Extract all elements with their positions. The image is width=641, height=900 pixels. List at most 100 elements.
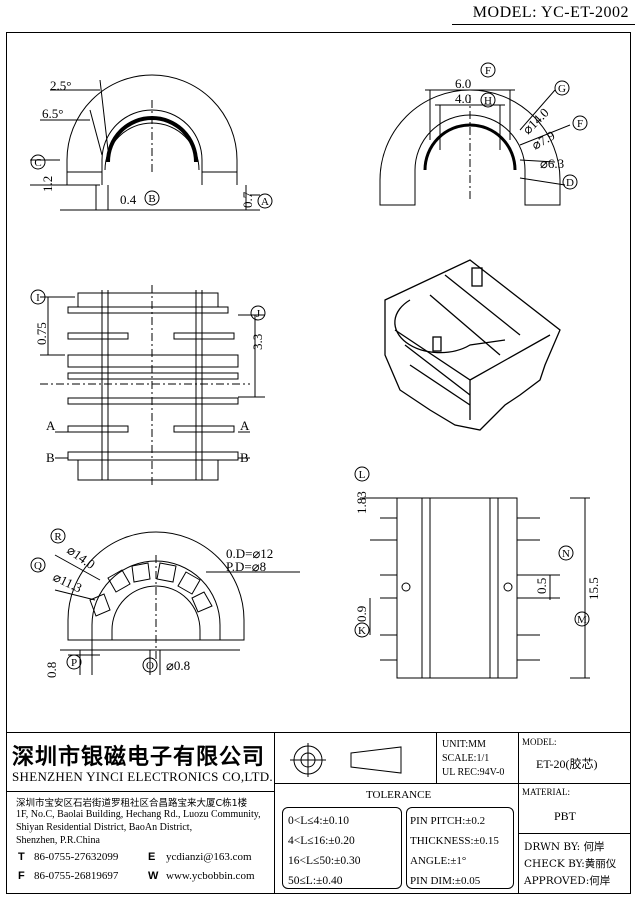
dim-dia-0-8: ⌀0.8 [166, 658, 190, 673]
tolerance-row: 0<L≤4:±0.10 [288, 815, 349, 827]
address-en-1: 1F, No.C, Baolai Building, Hechang Rd., … [16, 809, 261, 820]
dim-0-5: 0.5 [534, 578, 549, 594]
svg-text:Q: Q [34, 560, 42, 572]
dim-0-7: 0.7 [240, 191, 255, 208]
dim-pd-8: P.D=⌀8 [226, 559, 266, 574]
dim-dia-6-3: ⌀6.3 [540, 156, 564, 171]
marker-m: M [574, 611, 590, 627]
projection-symbol-icon [290, 743, 402, 777]
marker-g: G [554, 80, 570, 96]
drawing-frame [6, 32, 631, 894]
view-plan-right [360, 497, 590, 679]
view-front-left [30, 74, 260, 211]
address-cn: 深圳市宝安区石岩街道罗租社区合昌路宝来大厦C栋1楼 [16, 798, 248, 809]
svg-text:C: C [34, 157, 41, 169]
tolerance-row: 50≤L:±0.40 [288, 875, 343, 887]
dim-1-2: 1.2 [40, 176, 55, 192]
svg-text:G: G [558, 83, 566, 95]
scale: SCALE:1/1 [442, 753, 490, 764]
svg-text:D: D [566, 177, 574, 189]
svg-text:K: K [358, 625, 366, 637]
dim-6-0: 6.0 [455, 76, 471, 91]
dim-4-0: 4.0 [455, 91, 471, 106]
marker-k: K [354, 622, 370, 638]
marker-o: O [142, 657, 158, 673]
svg-text:J: J [256, 308, 261, 320]
fax-value: 86-0755-26819697 [34, 870, 119, 882]
marker-j: J [250, 305, 266, 321]
marker-f-right: F [572, 115, 588, 131]
marker-p: P [66, 654, 82, 670]
tolerance-row: ANGLE:±1° [410, 855, 467, 867]
marker-n: N [558, 545, 574, 561]
phone-value: 86-0755-27632099 [34, 851, 119, 863]
marker-l: L [354, 466, 370, 482]
svg-text:H: H [484, 95, 492, 107]
marker-c: C [30, 154, 46, 170]
company-name-en: SHENZHEN YINCI ELECTRONICS CO,LTD. [12, 769, 273, 784]
tolerance-box-right [406, 807, 514, 889]
tolerance-row: PIN PITCH:±0.2 [410, 815, 486, 827]
divider [518, 733, 519, 894]
model-label: MODEL: [522, 737, 557, 747]
material-value: PBT [554, 809, 577, 823]
marker-f-top: F [480, 62, 496, 78]
svg-text:L: L [359, 469, 366, 481]
email-label: E [148, 851, 156, 863]
checked-by: CHECK BY:黄丽仪 [524, 858, 617, 870]
view-end-left [54, 531, 300, 675]
tolerance-box-left [282, 807, 402, 889]
section-b-left: B [46, 450, 55, 465]
tolerance-right-list: PIN PITCH:±0.2 THICKNESS:±0.15 ANGLE:±1°… [410, 811, 499, 891]
divider [274, 733, 275, 894]
email-value: ycdianzi@163.com [166, 851, 252, 863]
divider [518, 833, 631, 834]
svg-text:N: N [562, 548, 570, 560]
approval-list: DRWN BY: 何岸 CHECK BY:黄丽仪 APPROVED:何岸 [524, 839, 616, 890]
marker-b: B [144, 190, 160, 206]
svg-text:I: I [36, 292, 40, 304]
approved-by: APPROVED:何岸 [524, 875, 611, 887]
dim-0-9: 0.9 [354, 606, 369, 622]
title-block: 深圳市银磁电子有限公司 SHENZHEN YINCI ELECTRONICS C… [6, 732, 631, 895]
model-underline [452, 24, 635, 25]
unit: UNIT:MM [442, 739, 486, 750]
dim-od-12: 0.D=⌀12 [226, 546, 273, 561]
svg-text:M: M [577, 614, 587, 626]
section-b-right: B [240, 450, 249, 465]
marker-r: R [50, 528, 66, 544]
ul-rec: UL REC:94V-0 [442, 767, 505, 778]
svg-text:F: F [577, 118, 583, 130]
divider [274, 783, 631, 784]
web-value: www.ycbobbin.com [166, 870, 255, 882]
phone-label: T [18, 851, 25, 863]
section-a-left: A [46, 418, 56, 433]
dim-15-5: 15.5 [586, 577, 601, 600]
tolerance-row: PIN DIM:±0.05 [410, 875, 481, 887]
svg-text:F: F [485, 65, 491, 77]
divider [436, 733, 437, 783]
divider [6, 791, 274, 792]
web-label: W [148, 870, 159, 882]
dim-0-75: 0.75 [34, 322, 49, 345]
tolerance-row: 16<L≤50:±0.30 [288, 855, 361, 867]
technical-drawing: 2.5° 6.5° 1.2 0.4 0.7 6.0 4.0 ⌀14.0 ⌀7.9… [30, 62, 601, 679]
dim-1-83: 1.83 [354, 491, 369, 514]
address-en-3: Shenzhen, P.R.China [16, 835, 100, 846]
model-title: MODEL: YC-ET-2002 [472, 4, 629, 21]
dim-dia-11-3: ⌀11.3 [51, 569, 85, 595]
svg-text:P: P [71, 657, 77, 669]
dim-3-3: 3.3 [250, 334, 265, 350]
model-value: ET-20(胶芯) [536, 757, 598, 771]
svg-text:A: A [261, 196, 269, 208]
marker-a: A [257, 193, 273, 209]
marker-h: H [480, 92, 496, 108]
marker-q: Q [30, 557, 46, 573]
drawn-by: DRWN BY: 何岸 [524, 841, 605, 853]
tolerance-row: 4<L≤16:±0.20 [288, 835, 355, 847]
material-label: MATERIAL: [522, 787, 570, 797]
svg-text:O: O [146, 660, 154, 672]
marker-i: I [30, 289, 46, 305]
dim-0-8: 0.8 [44, 662, 59, 678]
fax-label: F [18, 870, 25, 882]
